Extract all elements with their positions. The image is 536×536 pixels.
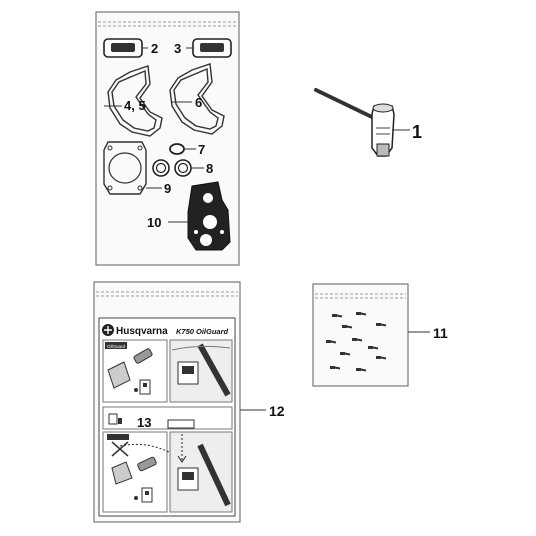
callout-7: 7: [198, 142, 205, 157]
exhaust-gasket-2[interactable]: [103, 38, 143, 58]
instruction-panel-top-right: [169, 339, 233, 403]
brand-name: Husqvarna: [116, 326, 168, 337]
crankcase-gasket-6[interactable]: [169, 63, 225, 135]
instruction-panel-top-left: OilGuard: [102, 339, 168, 403]
instruction-panel-middle: [102, 406, 233, 430]
callout-2: 2: [151, 41, 158, 56]
callout-9: 9: [164, 181, 171, 196]
cylinder-gasket-9[interactable]: [103, 141, 147, 195]
screws-11[interactable]: [326, 312, 387, 372]
callout-3: 3: [174, 41, 181, 56]
instruction-panel-bottom-right: [169, 431, 233, 513]
callout-1: 1: [412, 122, 422, 142]
oilguard-badge: OilGuard: [107, 344, 126, 349]
instruction-panel-bottom-left: [102, 431, 177, 513]
callout-13: 13: [137, 415, 151, 430]
exhaust-gasket-3[interactable]: [192, 38, 232, 58]
callout-10: 10: [147, 215, 161, 230]
crankcase-gasket-4-5[interactable]: [107, 65, 163, 137]
callout-8: 8: [206, 161, 213, 176]
model-name: K750 OilGuard: [176, 327, 229, 336]
callout-4-5: 4, 5: [124, 98, 146, 113]
intake-gasket-10[interactable]: [187, 181, 231, 251]
callout-11: 11: [433, 325, 448, 341]
combination-spanner-1[interactable]: [314, 87, 395, 157]
husqvarna-logo-icon: [102, 324, 114, 336]
callout-12: 12: [269, 403, 285, 419]
callout-6: 6: [195, 95, 202, 110]
